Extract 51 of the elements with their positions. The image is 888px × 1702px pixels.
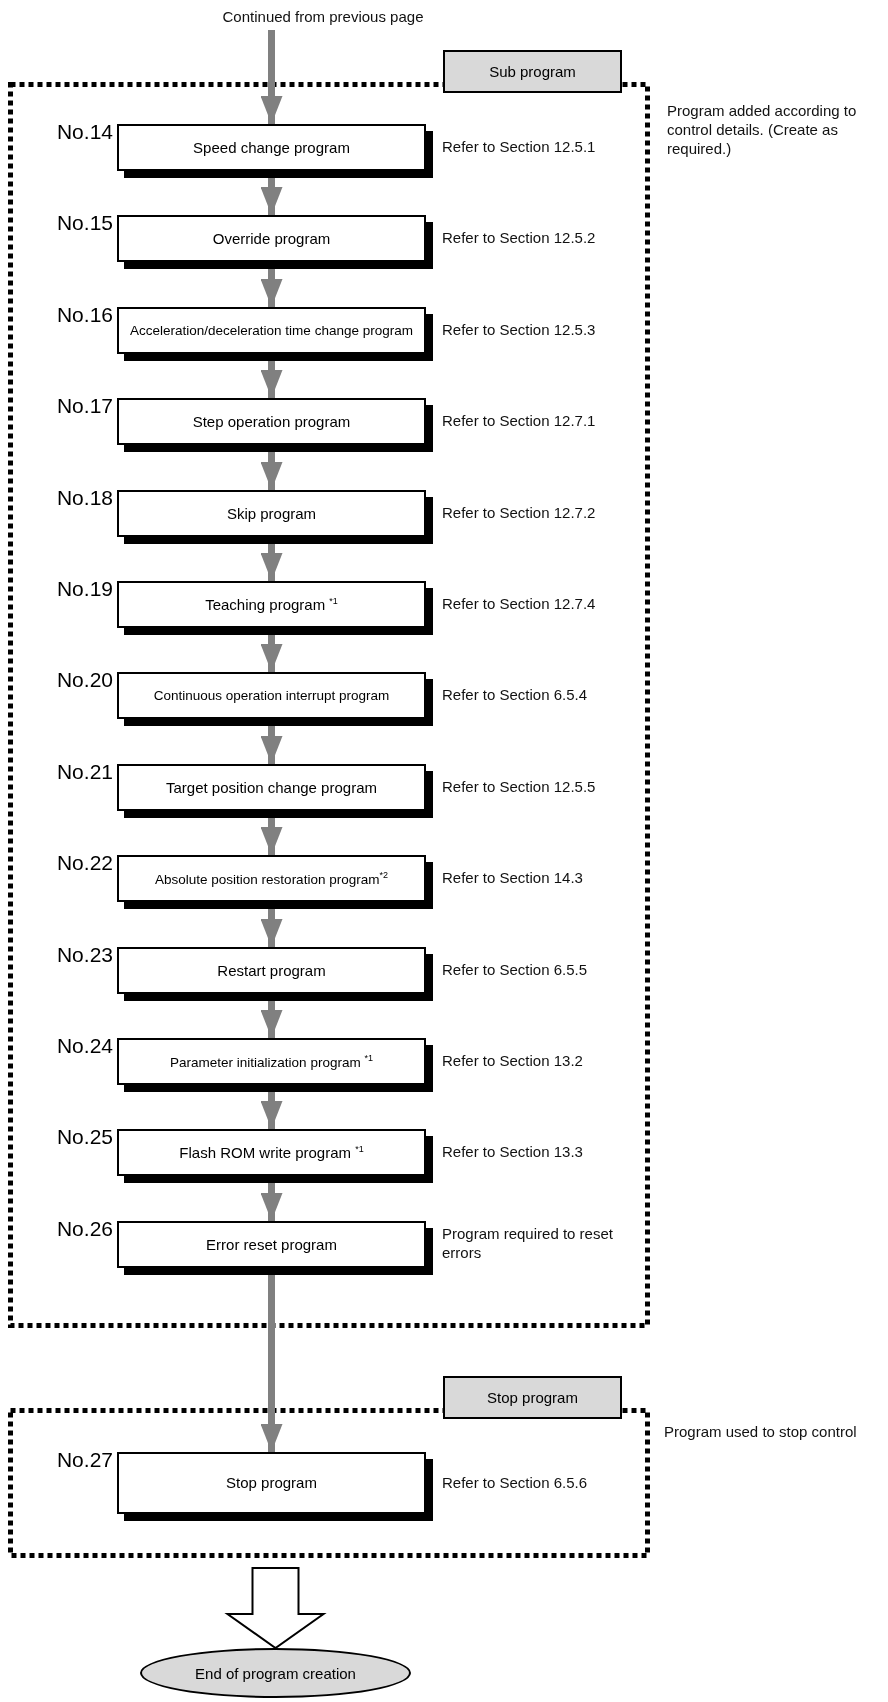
- reference-note: Refer to Section 12.5.5: [442, 778, 597, 797]
- reference-note: Refer to Section 12.5.2: [442, 229, 597, 248]
- step-number: No.15: [55, 211, 113, 235]
- dotted-group-frame: [8, 1376, 650, 1558]
- step-number: No.21: [55, 760, 113, 784]
- box-label: Speed change program: [193, 138, 350, 157]
- step-number: No.27: [55, 1448, 113, 1472]
- step-number: No.18: [55, 486, 113, 510]
- reference-note: Refer to Section 13.2: [442, 1052, 584, 1071]
- reference-note: Refer to Section 6.5.4: [442, 686, 589, 705]
- step-number: No.19: [55, 577, 113, 601]
- box-label: Target position change program: [166, 778, 377, 797]
- box-label: Step operation program: [192, 412, 351, 431]
- box-label: Error reset program: [206, 1235, 337, 1254]
- group-tab: Sub program: [443, 50, 622, 93]
- reference-note: Refer to Section 12.7.2: [442, 504, 597, 523]
- step-number: No.20: [55, 668, 113, 692]
- reference-note: Refer to Section 6.5.5: [442, 961, 589, 980]
- step-number: No.14: [55, 120, 113, 144]
- step-number: No.26: [55, 1217, 113, 1241]
- box-label: Acceleration/deceleration time change program: [130, 322, 413, 339]
- reference-note: Program required to reset errors: [442, 1225, 614, 1263]
- box-label: Flash ROM write program $^{*1}$: [179, 1143, 364, 1162]
- reference-note: Refer to Section 14.3: [442, 869, 584, 888]
- box-label: Skip program: [226, 504, 317, 523]
- group-note: Program used to stop control: [664, 1423, 858, 1442]
- flow-start-text: Continued from previous page: [198, 8, 448, 30]
- box-label: Override program: [212, 229, 331, 248]
- terminal-ellipse: End of program creation: [140, 1648, 411, 1698]
- group-tab: Stop program: [443, 1376, 622, 1419]
- step-number: No.16: [55, 303, 113, 327]
- box-label: Absolute position restoration program$^{*2}$: [155, 870, 388, 887]
- reference-note: Refer to Section 12.5.1: [442, 138, 597, 157]
- reference-note: Refer to Section 12.7.1: [442, 412, 597, 431]
- dotted-group-frame: [8, 50, 650, 1328]
- reference-note: Refer to Section 6.5.6: [442, 1474, 589, 1493]
- reference-note: Refer to Section 13.3: [442, 1143, 584, 1162]
- reference-note: Refer to Section 12.5.3: [442, 321, 597, 340]
- box-label: Parameter initialization program $^{*1}$: [170, 1053, 373, 1070]
- box-label: Restart program: [217, 961, 326, 980]
- box-label: Teaching program $^{*1}$: [205, 595, 338, 614]
- step-number: No.17: [55, 394, 113, 418]
- box-label: Stop program: [226, 1474, 317, 1492]
- step-number: No.22: [55, 851, 113, 875]
- group-note: Program added according to control details. (Create as required.): [667, 102, 858, 159]
- step-number: No.25: [55, 1125, 113, 1149]
- block-arrow: [224, 1567, 327, 1650]
- step-number: No.24: [55, 1034, 113, 1058]
- step-number: No.23: [55, 943, 113, 967]
- reference-note: Refer to Section 12.7.4: [442, 595, 597, 614]
- box-label: Continuous operation interrupt program: [153, 687, 390, 704]
